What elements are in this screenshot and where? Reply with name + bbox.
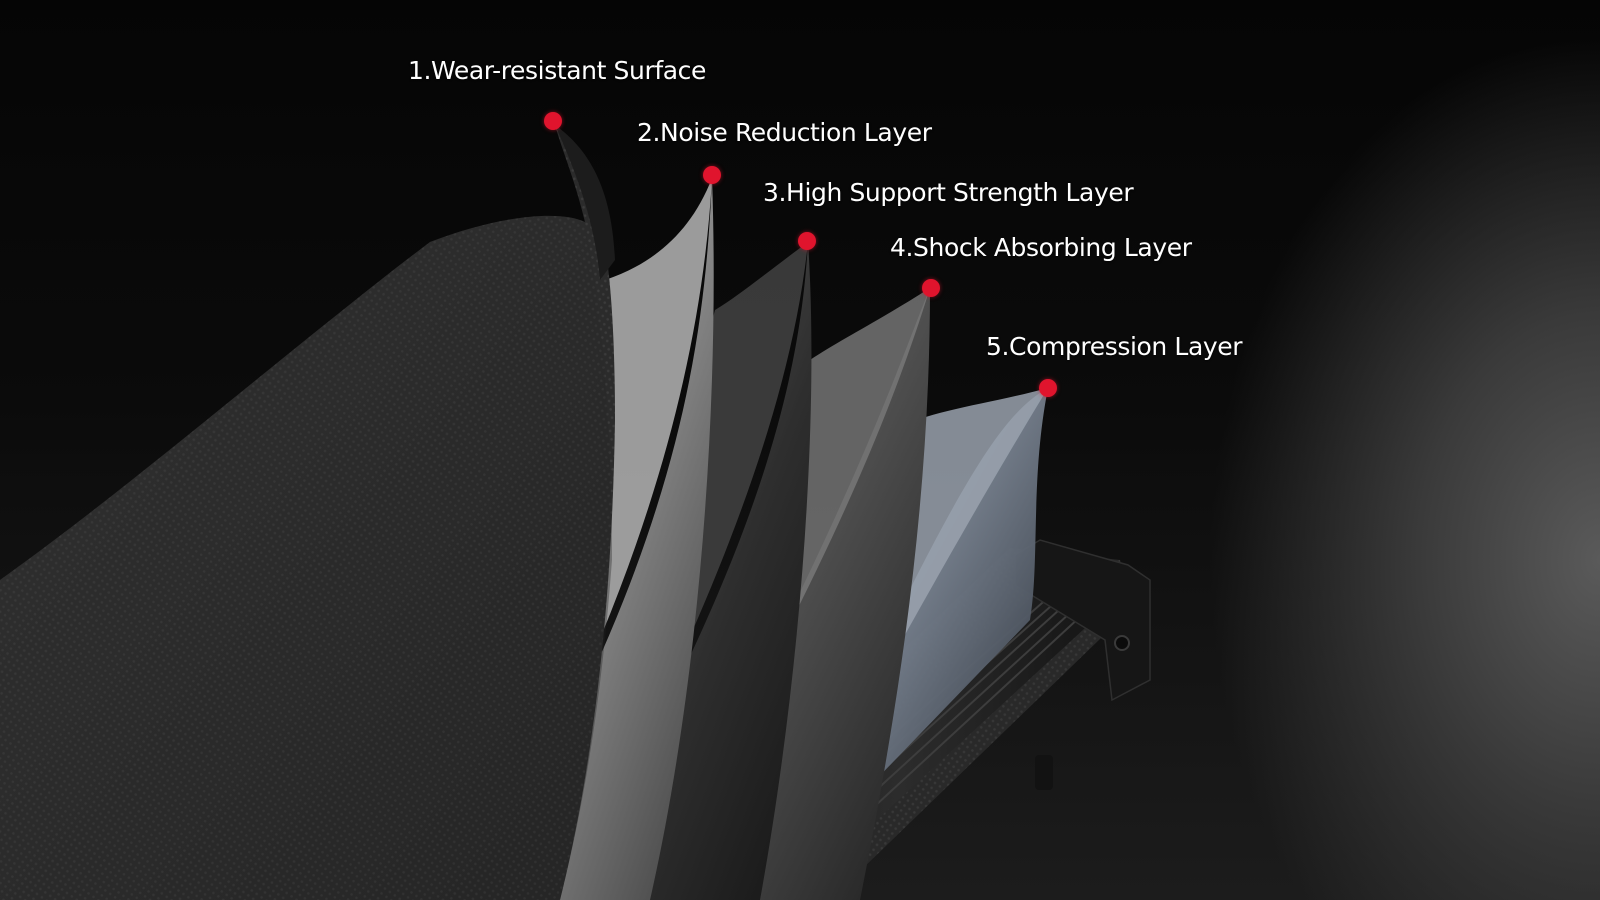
- layer-4-marker: [922, 279, 940, 297]
- layer-4-label: 4.Shock Absorbing Layer: [890, 233, 1192, 262]
- bolt-icon: [1114, 635, 1130, 651]
- layer-2-marker: [703, 166, 721, 184]
- layer-1-label: 1.Wear-resistant Surface: [408, 56, 706, 85]
- foot: [1035, 755, 1053, 790]
- layer-2-sheet: [470, 178, 714, 900]
- layer-1-marker: [544, 112, 562, 130]
- layer-3-marker: [798, 232, 816, 250]
- end-cap: [1014, 539, 1151, 702]
- layer-5-label: 5.Compression Layer: [986, 332, 1243, 361]
- layer-4-sheet: [640, 288, 930, 900]
- layer-5-marker: [1039, 379, 1057, 397]
- layer-3-label: 3.High Support Strength Layer: [763, 178, 1134, 207]
- layer-3-sheet: [560, 242, 812, 900]
- layer-2-label: 2.Noise Reduction Layer: [637, 118, 932, 147]
